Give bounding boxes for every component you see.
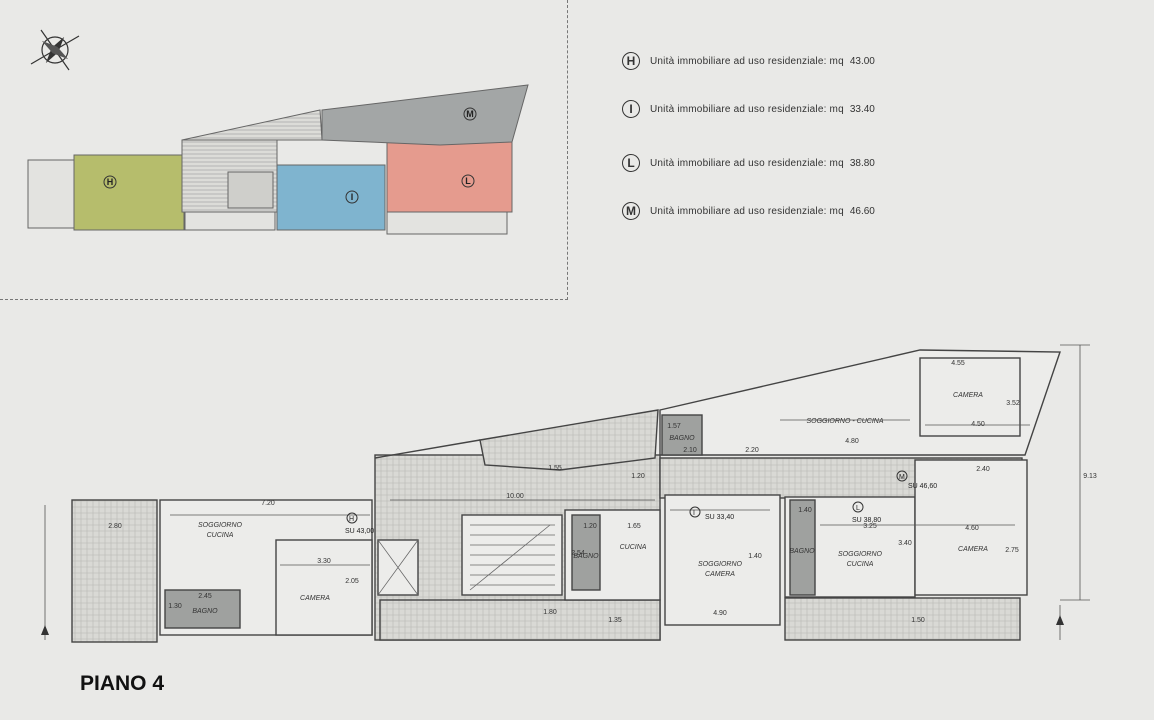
dim-1-30: 1.30 <box>168 603 182 610</box>
unit-tag-m: M <box>899 474 905 481</box>
unit-l-area <box>386 141 513 213</box>
unit-tag-i: I <box>693 510 695 517</box>
dim-2-75: 2.75 <box>1005 547 1019 554</box>
main-plan <box>71 349 1061 643</box>
inset-label-l: L <box>465 176 471 186</box>
room-label-bagno-l: BAGNO <box>789 548 815 555</box>
room-label-bagno-top: BAGNO <box>669 435 695 442</box>
compass-icon <box>30 29 80 71</box>
legend-row-l: L Unità immobiliare ad uso residenziale:… <box>622 152 875 174</box>
legend-badge-m: M <box>622 202 640 220</box>
legend-row-m: M Unità immobiliare ad uso residenziale:… <box>622 200 875 222</box>
dim-3-40: 3.40 <box>898 540 912 547</box>
legend-badge-h: H <box>622 52 640 70</box>
room-label-cucina-l: CUCINA <box>847 561 874 568</box>
dim-4-80: 4.80 <box>845 438 859 445</box>
legend-badge-l: L <box>622 154 640 172</box>
legend-label-h: Unità immobiliare ad uso residenziale: m… <box>650 55 844 67</box>
legend-label-i: Unità immobiliare ad uso residenziale: m… <box>650 103 844 115</box>
dim-2-05: 2.05 <box>345 578 359 585</box>
legend-value-i: 33.40 <box>849 103 875 115</box>
room-label-camera-m: CAMERA <box>953 392 983 399</box>
dim-1-40b: 1.40 <box>798 507 812 514</box>
dim-4-90: 4.90 <box>713 610 727 617</box>
room-label-bagno-h: BAGNO <box>192 608 218 615</box>
dim-2-40: 2.40 <box>976 466 990 473</box>
dim-9-13: 9.13 <box>1083 473 1097 480</box>
legend-label-l: Unità immobiliare ad uso residenziale: m… <box>650 157 844 169</box>
legend-value-l: 38.80 <box>849 157 875 169</box>
room-label-camera-h: CAMERA <box>300 595 330 602</box>
unit-tag-h: H <box>349 516 354 523</box>
dim-4-60: 4.60 <box>965 525 979 532</box>
inset-label-i: I <box>351 192 354 202</box>
legend-label-m: Unità immobiliare ad uso residenziale: m… <box>650 205 844 217</box>
room-label-soggiorno-cucina-m: SOGGIORNO - CUCINA <box>806 418 883 425</box>
legend-row-i: I Unità immobiliare ad uso residenziale:… <box>622 98 875 120</box>
room-label-cucina-h: CUCINA <box>207 532 234 539</box>
key-plan <box>27 84 529 235</box>
room-label-soggiorno-l: SOGGIORNO <box>838 551 883 558</box>
unit-tag-i-area: SU 33,40 <box>705 514 734 521</box>
inset-label-m: M <box>466 109 474 119</box>
dim-1-55: 1.55 <box>548 465 562 472</box>
unit-tag-l: L <box>856 505 860 512</box>
dim-1-20: 1.20 <box>631 473 645 480</box>
dim-2-20: 2.20 <box>745 447 759 454</box>
unit-h-area <box>73 154 185 231</box>
room-label-soggiorno-i: SOGGIORNO <box>698 561 743 568</box>
dim-2-54: 2.54 <box>571 550 585 557</box>
dim-3-25: 3.25 <box>863 523 877 530</box>
unit-m-area <box>321 84 529 146</box>
dim-3-52: 3.52 <box>1006 400 1020 407</box>
floor-title: PIANO 4 <box>80 672 165 695</box>
unit-tag-m-area: SU 46,60 <box>908 483 937 490</box>
room-label-soggiorno-h: SOGGIORNO <box>198 522 243 529</box>
unit-tag-h-area: SU 43,00 <box>345 528 374 535</box>
dim-2-45: 2.45 <box>198 593 212 600</box>
dim-1-20b: 1.20 <box>583 523 597 530</box>
room-label-camera-l: CAMERA <box>958 546 988 553</box>
inset-label-h: H <box>107 177 114 187</box>
dim-3-30: 3.30 <box>317 558 331 565</box>
dim-2-80: 2.80 <box>108 523 122 530</box>
dim-1-40: 1.40 <box>748 553 762 560</box>
room-label-camera-i: CAMERA <box>705 571 735 578</box>
dim-1-35: 1.35 <box>608 617 622 624</box>
dim-2-10: 2.10 <box>683 447 697 454</box>
legend-value-h: 43.00 <box>849 55 875 67</box>
room-label-bagno-i: BAGNO <box>573 553 599 560</box>
dim-4-55: 4.55 <box>951 360 965 367</box>
dim-1-50: 1.50 <box>911 617 925 624</box>
section-markers <box>41 615 1064 635</box>
dim-10-00: 10.00 <box>506 493 524 500</box>
key-plan-frame <box>0 0 568 300</box>
legend-row-h: H Unità immobiliare ad uso residenziale:… <box>622 50 875 72</box>
unit-i-area <box>276 164 386 231</box>
dim-4-50: 4.50 <box>971 421 985 428</box>
unit-tag-l-area: SU 38,80 <box>852 517 881 524</box>
dim-1-65: 1.65 <box>627 523 641 530</box>
dim-1-57: 1.57 <box>667 423 681 430</box>
room-label-cucina-i: CUCINA <box>620 544 647 551</box>
legend-value-m: 46.60 <box>849 205 875 217</box>
dim-7-20: 7.20 <box>261 500 275 507</box>
dim-1-80: 1.80 <box>543 609 557 616</box>
legend-badge-i: I <box>622 100 640 118</box>
